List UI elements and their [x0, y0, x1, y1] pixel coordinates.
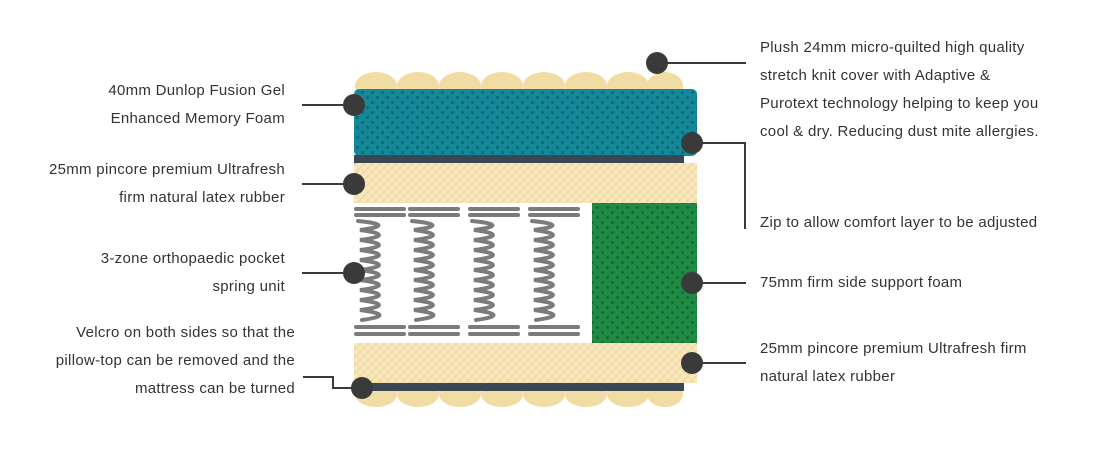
callout-dot-latex-bottom — [681, 352, 703, 374]
callout-dot-latex-top — [343, 173, 365, 195]
callout-dot-spring-unit — [343, 262, 365, 284]
zip-strip-top — [354, 155, 684, 163]
callout-dot-memory-foam — [343, 94, 365, 116]
latex-layer-bottom-hatch — [354, 343, 697, 383]
label-cover: Plush 24mm micro-quilted high quality st… — [760, 39, 1039, 140]
callout-dot-side-foam — [681, 272, 703, 294]
side-support-foam-dots — [592, 203, 697, 343]
callout-dots — [343, 52, 703, 399]
latex-layer-top-hatch — [354, 163, 697, 203]
callout-dot-zip — [681, 132, 703, 154]
label-side-foam: 75mm firm side support foam — [760, 274, 963, 291]
velcro-strip-overlay — [354, 383, 684, 391]
spring-coil-2 — [408, 207, 460, 336]
callout-line-zip — [692, 142, 746, 229]
label-latex-bottom: 25mm pincore premium Ultrafresh firm nat… — [760, 340, 1027, 385]
callout-line-velcro — [303, 376, 360, 389]
callout-dot-cover — [646, 52, 668, 74]
label-memory-foam: 40mm Dunlop Fusion Gel Enhanced Memory F… — [108, 82, 285, 127]
label-velcro: Velcro on both sides so that the pillow-… — [55, 324, 295, 397]
label-zip: Zip to allow comfort layer to be adjuste… — [760, 214, 1038, 231]
label-spring-unit: 3-zone orthopaedic pocket spring unit — [100, 250, 285, 295]
pocket-springs — [354, 207, 580, 336]
spring-coil-4 — [528, 207, 580, 336]
memory-foam-dots — [354, 89, 697, 156]
label-latex-top: 25mm pincore premium Ultrafresh firm nat… — [48, 161, 285, 206]
spring-unit-area — [354, 203, 592, 343]
spring-coil-3 — [468, 207, 520, 336]
callout-dot-velcro — [351, 377, 373, 399]
